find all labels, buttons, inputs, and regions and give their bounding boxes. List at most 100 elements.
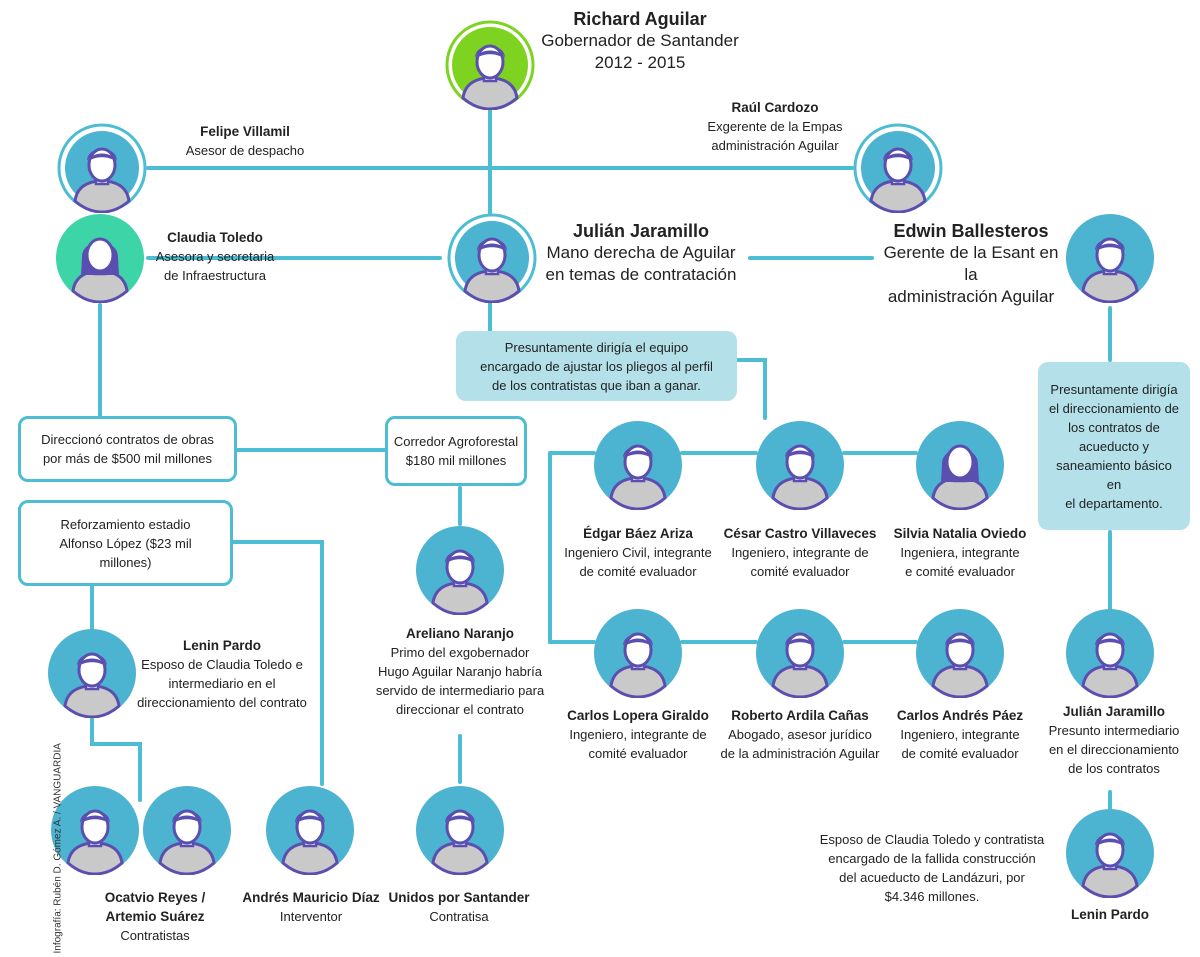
- avatar-julian-jaramillo-right: [1065, 608, 1155, 698]
- name: Raúl Cardozo: [731, 100, 819, 115]
- label-claudia-toledo: Claudia Toledo Asesora y secretaria de I…: [148, 228, 282, 285]
- name: Areliano Naranjo: [405, 626, 515, 641]
- person-icon: [48, 629, 136, 718]
- name: Lenin Pardo: [182, 638, 261, 653]
- role: de comité evaluador: [901, 746, 1019, 761]
- role: Esposo de Claudia Toledo e: [141, 657, 303, 672]
- avatar-lenin-pardo-right: [1065, 808, 1155, 898]
- callout-line: el departamento.: [1065, 495, 1163, 511]
- role: Contratistas: [120, 928, 190, 943]
- avatar-silvia-oviedo: [915, 420, 1005, 510]
- name: Ocatvio Reyes /: [104, 890, 206, 905]
- role: Primo del exgobernador: [390, 645, 530, 660]
- name: Edwin Ballesteros: [893, 221, 1049, 241]
- role: Gobernador de Santander: [541, 31, 739, 50]
- role: Presunto intermediario: [1048, 723, 1180, 738]
- role: Interventor: [279, 909, 343, 924]
- role: Ingeniero, integrante de: [731, 545, 869, 560]
- label-julian-jaramillo: Julián Jaramillo Mano derecha de Aguilar…: [538, 220, 744, 286]
- avatar-richard-aguilar: [445, 20, 535, 110]
- label-lenin-pardo-left: Lenin Pardo Esposo de Claudia Toledo e i…: [122, 636, 322, 712]
- avatar-edgar-baez: [593, 420, 683, 510]
- label-edgar-baez: Édgar Báez Ariza Ingeniero Civil, integr…: [548, 524, 728, 581]
- label-edwin-ballesteros: Edwin Ballesteros Gerente de la Esant en…: [876, 220, 1066, 308]
- person-icon: [756, 421, 844, 510]
- role: de la administración Aguilar: [720, 746, 880, 761]
- callout-line: los contratos de: [1068, 419, 1160, 435]
- credit-text: Infografía: Rubén D. Gómez A. / VANGUARD…: [52, 743, 64, 954]
- role: comité evaluador: [750, 564, 850, 579]
- person-icon: [1066, 609, 1154, 698]
- avatar-lenin-pardo-left: [47, 628, 137, 718]
- callout-julian: Presuntamente dirigía el equipo encargad…: [456, 331, 737, 401]
- avatar-andres-diaz: [265, 785, 355, 875]
- role: de comité evaluador: [579, 564, 697, 579]
- box-line: $180 mil millones: [405, 453, 507, 468]
- avatar-ocatvio-reyes: [50, 785, 140, 875]
- name: Unidos por Santander: [388, 890, 530, 905]
- person-icon: [594, 421, 682, 510]
- name: Silvia Natalia Oviedo: [893, 526, 1027, 541]
- role: Asesor de despacho: [185, 143, 305, 158]
- callout-line: encargado de ajustar los pliegos al perf…: [480, 358, 713, 374]
- person-icon: [445, 20, 535, 110]
- name: Roberto Ardila Cañas: [731, 708, 869, 723]
- role: Ingeniero Civil, integrante: [564, 545, 712, 560]
- person-icon: [916, 421, 1004, 510]
- person-icon: [416, 786, 504, 875]
- person-icon: [56, 214, 144, 303]
- person-icon: [853, 123, 943, 213]
- person-icon: [1066, 214, 1154, 303]
- person-icon: [756, 609, 844, 698]
- box-reforzamiento-estadio: Reforzamiento estadio Alfonso López ($23…: [18, 500, 233, 586]
- role: Gerente de la Esant en la: [883, 243, 1059, 284]
- role: comité evaluador: [588, 746, 688, 761]
- role: en el direccionamiento: [1048, 742, 1180, 757]
- role: direccionamiento del contrato: [137, 695, 307, 710]
- callout-line: el direccionamiento de: [1048, 400, 1180, 416]
- name: Julián Jaramillo: [572, 221, 710, 241]
- callout-line: Presuntamente dirigía: [1050, 381, 1178, 397]
- role: Asesora y secretaria: [155, 249, 275, 264]
- avatar-roberto-ardila: [755, 608, 845, 698]
- person-icon: [57, 123, 147, 213]
- box-line: millones): [99, 554, 152, 570]
- name: Carlos Andrés Páez: [896, 708, 1024, 723]
- label-lenin-pardo-right: Lenin Pardo: [1050, 905, 1170, 924]
- name: Richard Aguilar: [573, 9, 707, 29]
- label-roberto-ardila: Roberto Ardila Cañas Abogado, asesor jur…: [708, 706, 892, 763]
- callout-edwin: Presuntamente dirigía el direccionamient…: [1038, 362, 1190, 530]
- person-icon: [447, 213, 537, 303]
- callout-line: de los contratistas que iban a ganar.: [492, 377, 701, 393]
- avatar-felipe-villamil: [57, 123, 147, 213]
- role: administración Aguilar: [711, 138, 839, 153]
- person-icon: [266, 786, 354, 875]
- person-icon: [1066, 809, 1154, 898]
- box-line: Alfonso López ($23 mil: [59, 535, 192, 551]
- label-raul-cardozo: Raúl Cardozo Exgerente de la Empas admin…: [695, 98, 855, 155]
- desc-lenin-pardo-right: Esposo de Claudia Toledo y contratista e…: [812, 830, 1052, 906]
- label-unidos-santander: Unidos por Santander Contratisa: [384, 888, 534, 926]
- name: Carlos Lopera Giraldo: [567, 708, 709, 723]
- role: 2012 - 2015: [594, 53, 686, 72]
- box-line: Reforzamiento estadio: [60, 516, 191, 532]
- label-ocatvio-artemio: Ocatvio Reyes / Artemio Suárez Contratis…: [80, 888, 230, 945]
- name: Claudia Toledo: [167, 230, 263, 245]
- role: Exgerente de la Empas: [707, 119, 843, 134]
- avatar-unidos-santander: [415, 785, 505, 875]
- avatar-artemio-suarez: [142, 785, 232, 875]
- avatar-raul-cardozo: [853, 123, 943, 213]
- role: de los contratos: [1068, 761, 1160, 776]
- person-icon: [51, 786, 139, 875]
- label-areliano-naranjo: Areliano Naranjo Primo del exgobernador …: [360, 624, 560, 719]
- box-line: Corredor Agroforestal: [393, 434, 519, 449]
- callout-line: saneamiento básico en: [1056, 457, 1172, 492]
- role: Contratisa: [429, 909, 489, 924]
- avatar-cesar-castro: [755, 420, 845, 510]
- role: Ingeniera, integrante: [900, 545, 1020, 560]
- name: Julián Jaramillo: [1062, 704, 1166, 719]
- avatar-areliano-naranjo: [415, 525, 505, 615]
- box-direcciono-contratos: Direccionó contratos de obras por más de…: [18, 416, 237, 482]
- role: direccionar el contrato: [396, 702, 524, 717]
